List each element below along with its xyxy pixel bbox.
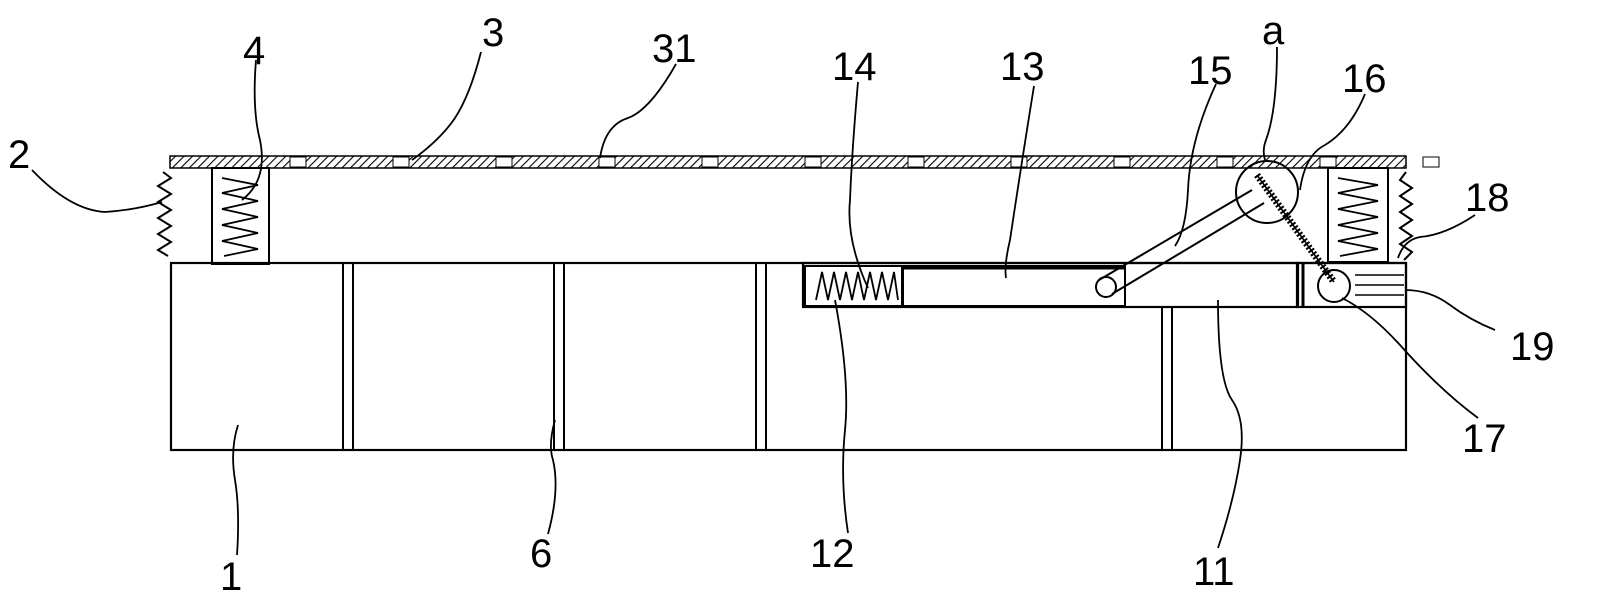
label-3: 3 (482, 11, 504, 55)
label-13: 13 (1000, 45, 1045, 89)
link-rod (1095, 189, 1265, 298)
base (169, 261, 1408, 452)
plate-hole (392, 156, 410, 168)
label-1: 1 (220, 555, 242, 599)
roller (1317, 269, 1351, 303)
plate-hole (495, 156, 513, 168)
plate-hole (1319, 156, 1337, 168)
top-plate (169, 155, 1440, 169)
slider-spring (804, 265, 903, 307)
plate-holes (289, 156, 1440, 168)
left-spring-housing (211, 167, 270, 265)
slider (902, 265, 1126, 307)
label-16: 16 (1342, 57, 1387, 101)
plate-hole (907, 156, 925, 168)
label-14: 14 (832, 45, 877, 89)
plate-hole (804, 156, 822, 168)
label-4: 4 (243, 29, 265, 73)
roller-box (1295, 261, 1408, 309)
plate-hole (1010, 156, 1028, 168)
detail-circle-a (1235, 160, 1299, 224)
label-12: 12 (810, 532, 855, 576)
leader-lines (31, 46, 1496, 556)
label-2: 2 (8, 133, 30, 177)
label-19: 19 (1510, 325, 1555, 369)
label-6: 6 (530, 532, 552, 576)
label-18: 18 (1465, 176, 1510, 220)
right-spring-housing (1327, 167, 1389, 263)
side-spring-left (156, 171, 173, 257)
plate-hole (1216, 156, 1234, 168)
chain (1254, 172, 1337, 285)
label-17: 17 (1462, 417, 1507, 461)
label-11: 11 (1193, 550, 1235, 594)
labels: 1 2 3 31 4 6 11 12 13 14 15 16 17 18 19 … (8, 9, 1555, 599)
plate-hole (1422, 156, 1440, 168)
plate-hole (598, 156, 616, 168)
label-a: a (1262, 9, 1285, 53)
plate-hole (289, 156, 307, 168)
label-31: 31 (652, 27, 697, 71)
plate-hole (701, 156, 719, 168)
groove (801, 261, 1300, 309)
side-spring-right (1398, 171, 1414, 261)
label-15: 15 (1188, 49, 1233, 93)
plate-hole (1113, 156, 1131, 168)
